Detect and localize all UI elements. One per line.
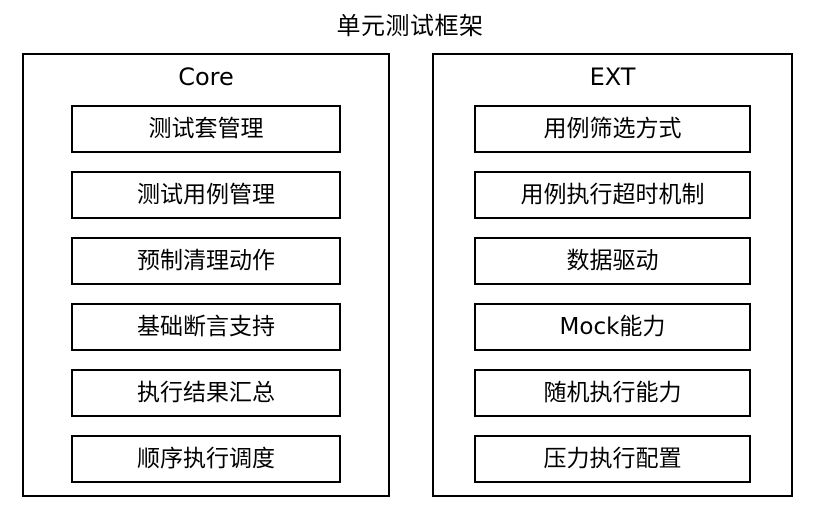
list-item-label: Mock能力	[559, 314, 666, 340]
group-core: Core 测试套管理 测试用例管理 预制清理动作 基础断言支持 执行结果汇总 顺…	[22, 53, 390, 497]
group-core-title: Core	[178, 63, 234, 91]
list-item[interactable]: 用例执行超时机制	[474, 171, 751, 219]
diagram-title: 单元测试框架	[336, 12, 484, 40]
list-item-label: 用例执行超时机制	[520, 182, 705, 208]
list-item-label: 测试用例管理	[137, 182, 275, 208]
list-item[interactable]: 压力执行配置	[474, 435, 751, 483]
list-item-label: 压力执行配置	[543, 446, 682, 472]
list-item[interactable]: 用例筛选方式	[474, 105, 751, 153]
list-item-label: 测试套管理	[148, 116, 264, 142]
list-item[interactable]: 预制清理动作	[71, 237, 341, 285]
group-ext-item-list: 用例筛选方式 用例执行超时机制 数据驱动 Mock能力 随机执行能力 压力执行配…	[434, 105, 791, 483]
list-item-label: 基础断言支持	[137, 314, 275, 340]
list-item-label: 预制清理动作	[137, 248, 275, 274]
list-item[interactable]: Mock能力	[474, 303, 751, 351]
list-item[interactable]: 基础断言支持	[71, 303, 341, 351]
group-core-item-list: 测试套管理 测试用例管理 预制清理动作 基础断言支持 执行结果汇总 顺序执行调度	[24, 105, 388, 483]
list-item[interactable]: 测试用例管理	[71, 171, 341, 219]
list-item[interactable]: 数据驱动	[474, 237, 751, 285]
group-ext: EXT 用例筛选方式 用例执行超时机制 数据驱动 Mock能力 随机执行能力 压…	[432, 53, 793, 497]
list-item-label: 随机执行能力	[543, 380, 682, 406]
list-item[interactable]: 执行结果汇总	[71, 369, 341, 417]
group-ext-title: EXT	[589, 63, 636, 91]
list-item[interactable]: 随机执行能力	[474, 369, 751, 417]
list-item-label: 顺序执行调度	[137, 446, 275, 472]
list-item-label: 用例筛选方式	[543, 116, 682, 142]
list-item[interactable]: 测试套管理	[71, 105, 341, 153]
list-item-label: 数据驱动	[566, 248, 659, 274]
list-item-label: 执行结果汇总	[137, 380, 275, 406]
list-item[interactable]: 顺序执行调度	[71, 435, 341, 483]
